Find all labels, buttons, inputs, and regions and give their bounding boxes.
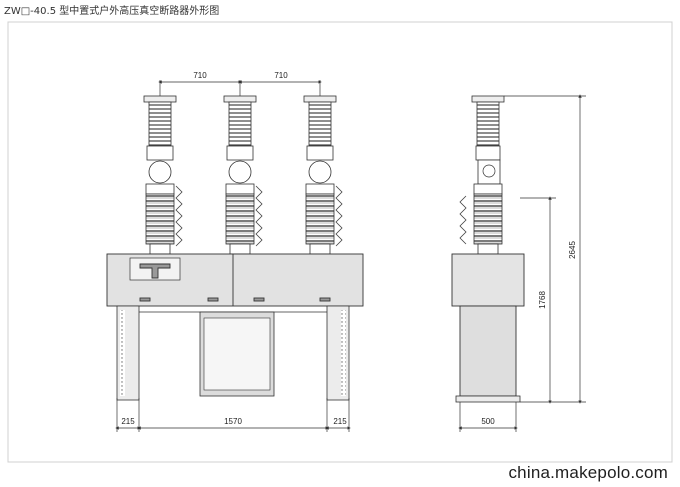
dimension-bottom bbox=[115, 398, 351, 432]
pole-left bbox=[143, 95, 177, 255]
dim-pole-spacing-right: 710 bbox=[274, 71, 288, 80]
dim-base-height: 1768 bbox=[538, 291, 547, 309]
side-view: 500 1768 2645 bbox=[451, 94, 586, 432]
dim-side-base-width: 500 bbox=[481, 417, 495, 426]
pole-center bbox=[223, 95, 257, 255]
dim-left-leg: 215 bbox=[121, 417, 135, 426]
dim-right-leg: 215 bbox=[333, 417, 347, 426]
watermark-text: china.makepolo.com bbox=[508, 463, 668, 482]
ct-units bbox=[175, 185, 343, 247]
dim-total-height: 2645 bbox=[568, 241, 577, 259]
dim-pole-spacing-left: 710 bbox=[193, 71, 207, 80]
legs bbox=[116, 305, 350, 401]
dim-center-span: 1570 bbox=[224, 417, 242, 426]
mechanism-cabinet bbox=[106, 253, 364, 307]
drawing-frame bbox=[7, 21, 673, 463]
page-title: ZW□-40.5 型中置式户外高压真空断路器外形图 bbox=[4, 6, 220, 17]
pole-right bbox=[303, 95, 337, 255]
front-view: 710 710 bbox=[106, 71, 364, 432]
